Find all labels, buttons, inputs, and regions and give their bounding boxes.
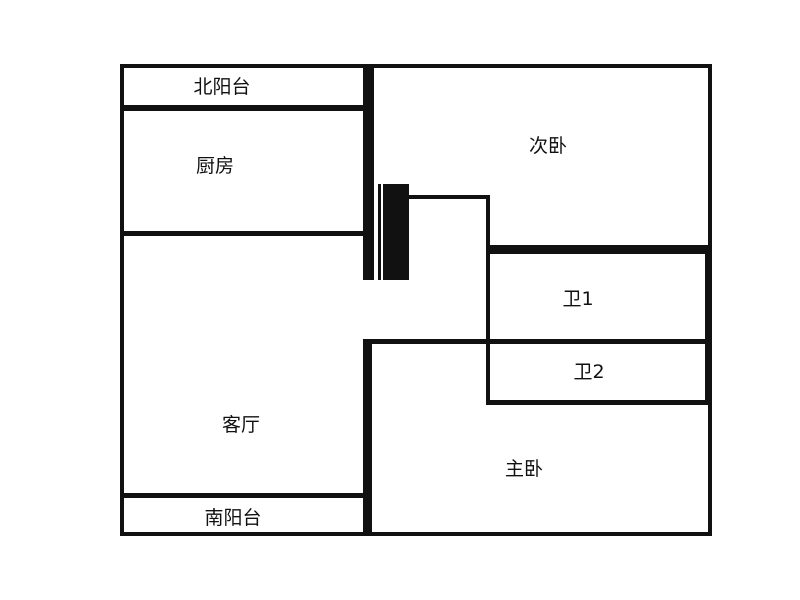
central-wall-upper: [363, 66, 374, 280]
bathroom-bottom-wall: [486, 400, 710, 405]
bathroom-1-label: 卫1: [562, 288, 593, 310]
second-bedroom-wall-side: [486, 195, 490, 255]
sliding-door-frame: [378, 184, 381, 280]
bathroom-2-label: 卫2: [573, 361, 604, 383]
north-balcony-wall: [122, 105, 367, 111]
north-balcony-label: 北阳台: [193, 76, 250, 98]
second-bedroom-label: 次卧: [529, 135, 567, 157]
outer-wall: [120, 64, 712, 536]
master-bedroom-label: 主卧: [505, 458, 543, 480]
bathroom-divider-wall: [366, 339, 710, 344]
south-balcony-wall: [122, 493, 367, 498]
kitchen-wall: [122, 231, 367, 236]
second-bedroom-wall-bottom: [486, 245, 710, 254]
sliding-door-panel: [383, 184, 409, 280]
south-balcony-label: 南阳台: [204, 507, 261, 529]
living-room-label: 客厅: [222, 414, 260, 436]
kitchen-label: 厨房: [196, 155, 234, 177]
second-bedroom-wall-top: [409, 195, 489, 199]
bathroom-right-wall: [705, 250, 710, 405]
central-wall-lower: [363, 339, 372, 534]
bathroom-left-wall: [486, 254, 490, 404]
